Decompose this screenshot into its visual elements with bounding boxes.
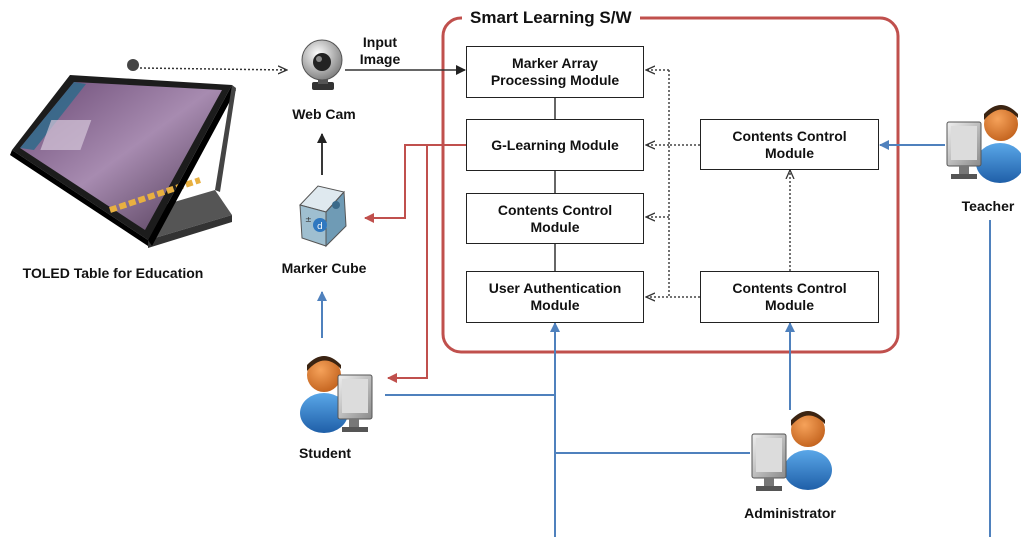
input-image-label: Input Image (359, 34, 401, 67)
contents-control-module-center: Contents Control Module (466, 193, 644, 244)
student-label: Student (298, 445, 352, 461)
contents-control-module-bottom-right: Contents Control Module (700, 271, 879, 323)
administrator-at-computer-icon (751, 411, 832, 491)
blue-user-lines (385, 140, 991, 537)
teacher-at-computer-icon (946, 105, 1021, 183)
toled-table-icon (10, 59, 236, 248)
smart-learning-title: Smart Learning S/W (462, 8, 640, 28)
contents-control-module-top-right: Contents Control Module (700, 119, 879, 170)
administrator-label: Administrator (744, 505, 836, 521)
g-learning-module: G-Learning Module (466, 119, 644, 171)
marker-cube-label: Marker Cube (281, 260, 367, 276)
dotted-feedback-lines (646, 70, 790, 297)
smart-learning-frame (441, 16, 900, 354)
web-cam-label: Web Cam (292, 106, 356, 122)
webcam-icon (301, 39, 343, 90)
marker-cube-icon: d ± (299, 185, 347, 248)
marker-array-processing-module: Marker Array Processing Module (466, 46, 644, 98)
student-at-computer-icon (300, 356, 373, 433)
teacher-label: Teacher (961, 198, 1015, 214)
svg-text:±: ± (305, 215, 312, 224)
svg-text:d: d (317, 222, 323, 232)
toled-table-label: TOLED Table for Education (22, 265, 204, 281)
table-to-webcam-arrow (139, 68, 287, 70)
g-learning-output-arrows (364, 144, 466, 383)
user-authentication-module: User Authentication Module (466, 271, 644, 323)
